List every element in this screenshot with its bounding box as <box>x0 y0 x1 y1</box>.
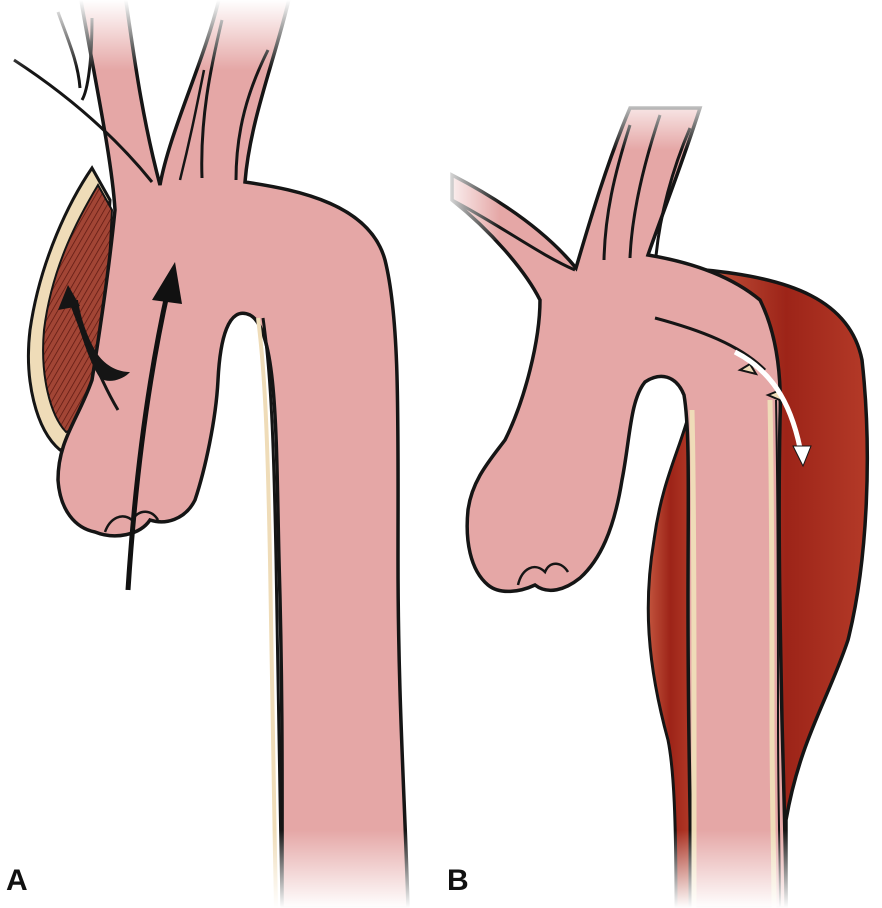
panel-label-a: A <box>6 864 28 897</box>
panel-label-b: B <box>447 864 469 897</box>
panel-b-aorta-body <box>450 106 788 908</box>
panel-b-flow-arrow-shaft <box>733 349 803 449</box>
panel-b-bottom-fade <box>670 830 800 908</box>
panel-b-tear-line <box>654 316 767 372</box>
panel-b-flow-arrowhead <box>792 445 812 468</box>
panel-a-aorta-body <box>56 0 410 908</box>
panel-b-left-fade <box>440 160 500 240</box>
panel-a-tear-arrow <box>68 299 120 411</box>
panel-b-top-fade <box>600 90 720 150</box>
panel-a-flow-arrow-shaft <box>125 289 171 591</box>
panel-a-bottom-fade <box>270 830 420 908</box>
panel-a-aorta <box>0 0 420 908</box>
panel-a-top-fade <box>0 0 320 70</box>
panel-a-branch-line-1 <box>13 58 154 183</box>
panel-a-intimal-tear-flap <box>70 300 130 381</box>
panel-a-tear-arrowhead <box>58 285 80 310</box>
panel-a-inner-wall-line <box>261 317 284 908</box>
panel-b-valve-cusps <box>516 562 570 586</box>
panel-a-branch-line-6 <box>178 69 206 181</box>
panel-b-aorta <box>440 90 870 908</box>
panel-a-inner-wall-layer <box>256 317 278 908</box>
panel-a-flow-arrowhead <box>152 262 182 304</box>
